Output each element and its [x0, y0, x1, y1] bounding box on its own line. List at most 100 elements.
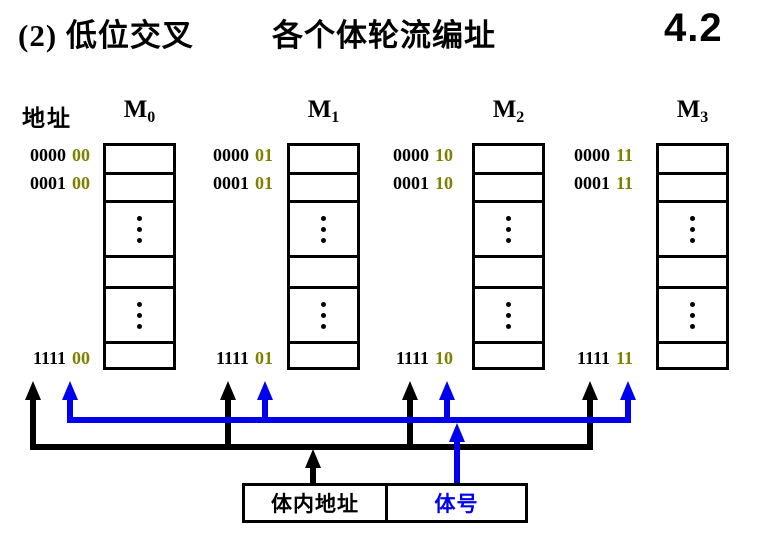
bank-label-text: M	[676, 96, 701, 123]
intra-bank-address-field: 体内地址	[245, 486, 388, 520]
black-address-bus-line	[30, 444, 593, 450]
bank-cell-ellipsis	[659, 200, 726, 255]
address-register-box: 体内地址 体号	[242, 483, 528, 523]
bank-label-subscript: 2	[516, 109, 525, 126]
address-body: 0001	[30, 173, 66, 193]
blue-arrow-shaft-m0	[67, 399, 73, 423]
bank-cell	[106, 172, 173, 200]
bank-label-text: M	[492, 96, 517, 123]
bank-cell-ellipsis	[659, 286, 726, 341]
black-arrow-shaft-m0	[30, 399, 36, 450]
vertical-ellipsis	[690, 215, 695, 243]
bank-cell	[290, 341, 357, 367]
address-bank-bits: 01	[255, 145, 273, 165]
bank-cell	[106, 255, 173, 286]
address-bank-bits: 10	[435, 173, 453, 193]
address-bank-bits: 00	[72, 145, 90, 165]
bank-cell	[106, 146, 173, 172]
address-body: 1111	[395, 348, 429, 368]
bank-cell-ellipsis	[106, 200, 173, 255]
vertical-ellipsis	[137, 215, 142, 243]
blue-arrow-shaft-m2	[444, 399, 450, 423]
address-body: 0001	[573, 173, 610, 193]
address-bank-bits: 01	[255, 173, 273, 193]
blue-up-arrow-icon	[620, 381, 636, 400]
slide-title-left: (2) 低位交叉	[18, 18, 194, 53]
address-body: 1111	[576, 348, 610, 368]
address-column-header: 地址	[22, 106, 72, 131]
address-body: 1111	[215, 348, 249, 368]
bank-label-text: M	[307, 96, 332, 123]
address-bank-bits: 11	[615, 145, 633, 165]
address-label: 1111 10	[343, 348, 453, 369]
address-bank-bits: 00	[72, 348, 90, 368]
bank-cell	[659, 341, 726, 367]
bank-cell	[290, 146, 357, 172]
address-label: 1111 00	[0, 348, 90, 369]
bank-label-text: M	[123, 96, 148, 123]
blue-arrow-shaft-m3	[625, 399, 631, 423]
vertical-ellipsis	[690, 301, 695, 329]
memory-bank-m0	[103, 143, 176, 370]
bank-label-m3: M3	[656, 96, 729, 127]
bank-cell	[659, 146, 726, 172]
memory-bank-m3	[656, 143, 729, 370]
bank-cell	[475, 172, 542, 200]
address-label: 0000 10	[343, 145, 453, 166]
address-body: 0001	[393, 173, 429, 193]
bank-number-arrow-icon	[449, 423, 465, 442]
blue-bank-select-bus-line	[67, 417, 631, 423]
black-up-arrow-icon	[582, 381, 598, 400]
bank-label-subscript: 3	[700, 109, 709, 126]
intra-bank-address-arrow-icon	[305, 449, 321, 468]
black-up-arrow-icon	[220, 381, 236, 400]
bank-label-m1: M1	[287, 96, 360, 127]
address-label: 1111 01	[163, 348, 273, 369]
bank-cell	[106, 341, 173, 367]
address-bank-bits: 10	[435, 348, 453, 368]
section-number: 4.2	[664, 6, 723, 50]
bank-cell	[475, 341, 542, 367]
vertical-ellipsis	[321, 215, 326, 243]
address-body: 0000	[30, 145, 66, 165]
bank-cell	[475, 255, 542, 286]
black-up-arrow-icon	[25, 381, 41, 400]
bank-cell	[475, 146, 542, 172]
black-up-arrow-icon	[402, 381, 418, 400]
address-bank-bits: 11	[615, 348, 633, 368]
address-body: 1111	[32, 348, 66, 368]
memory-bank-m2	[472, 143, 545, 370]
address-body: 0000	[213, 145, 249, 165]
vertical-ellipsis	[137, 301, 142, 329]
memory-bank-m1	[287, 143, 360, 370]
address-bank-bits: 11	[615, 173, 633, 193]
bank-cell-ellipsis	[290, 200, 357, 255]
bank-cell	[290, 255, 357, 286]
address-body: 0000	[573, 145, 610, 165]
bank-number-arrow-shaft	[454, 441, 460, 483]
black-arrow-shaft-m1	[225, 399, 231, 450]
bank-number-field: 体号	[434, 492, 479, 516]
address-body: 0000	[393, 145, 429, 165]
address-label: 0001 01	[163, 173, 273, 194]
intra-bank-address-arrow-shaft	[310, 467, 316, 483]
vertical-ellipsis	[506, 215, 511, 243]
address-bank-bits: 10	[435, 145, 453, 165]
bank-label-subscript: 0	[147, 109, 156, 126]
bank-cell	[659, 172, 726, 200]
bank-label-m2: M2	[472, 96, 545, 127]
bank-label-subscript: 1	[331, 109, 340, 126]
bank-cell-ellipsis	[106, 286, 173, 341]
slide-title-right: 各个体轮流编址	[272, 18, 496, 53]
black-arrow-shaft-m3	[587, 399, 593, 450]
blue-up-arrow-icon	[439, 381, 455, 400]
blue-up-arrow-icon	[62, 381, 78, 400]
bank-cell	[290, 172, 357, 200]
vertical-ellipsis	[321, 301, 326, 329]
address-bank-bits: 01	[255, 348, 273, 368]
address-body: 0001	[213, 173, 249, 193]
